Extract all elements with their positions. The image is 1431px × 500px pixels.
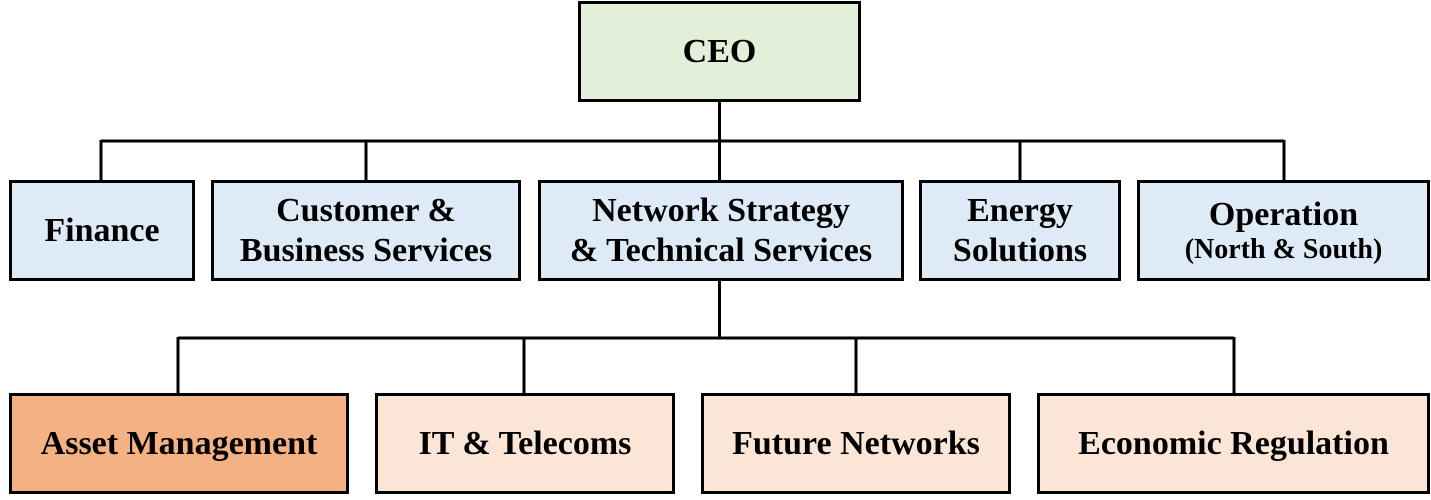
dept-label-line2: Solutions xyxy=(952,231,1088,269)
dept-label-line2: Business Services xyxy=(239,231,493,269)
subdept-label: Asset Management xyxy=(40,424,318,462)
dept-label-line1: Operation xyxy=(1208,195,1359,233)
subdept-label: Economic Regulation xyxy=(1078,424,1389,462)
ceo-label: CEO xyxy=(682,32,757,70)
dept-box-finance: Finance xyxy=(9,180,195,281)
subdept-box-it-telecoms: IT & Telecoms xyxy=(375,393,675,494)
dept-label-line2: (North & South) xyxy=(1184,233,1383,265)
subdept-label: Future Networks xyxy=(732,424,980,462)
dept-box-customer-business-services: Customer & Business Services xyxy=(211,180,521,281)
dept-box-energy-solutions: Energy Solutions xyxy=(919,180,1121,281)
subdept-box-asset-management: Asset Management xyxy=(9,393,349,494)
dept-box-network-strategy: Network Strategy & Technical Services xyxy=(538,180,904,281)
subdept-box-economic-regulation: Economic Regulation xyxy=(1037,393,1430,494)
dept-label-line1: Energy xyxy=(967,192,1073,230)
ceo-box: CEO xyxy=(578,1,861,102)
dept-label-line2: & Technical Services xyxy=(569,231,873,269)
dept-box-operation: Operation (North & South) xyxy=(1137,180,1430,281)
dept-label-line1: Network Strategy xyxy=(592,192,850,230)
subdept-label: IT & Telecoms xyxy=(418,424,632,462)
dept-label-line1: Customer & xyxy=(276,192,456,230)
dept-label: Finance xyxy=(44,211,160,249)
subdept-box-future-networks: Future Networks xyxy=(701,393,1011,494)
